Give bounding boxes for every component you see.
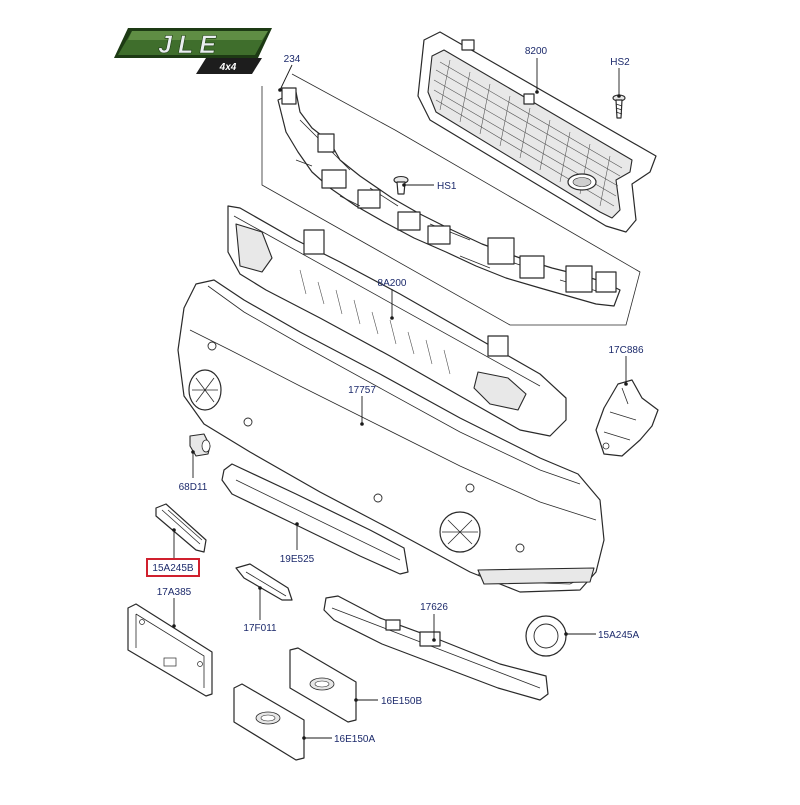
highlight-box-15a245b [146, 558, 200, 577]
callout-19e525[interactable]: 19E525 [280, 554, 315, 565]
lower-spoiler-17626 [323, 595, 549, 701]
callout-15a245b[interactable]: 15A245B [152, 563, 193, 574]
bracket-15a245b [155, 503, 207, 553]
tow-eye-cover-17f011 [235, 563, 293, 601]
callout-17a385[interactable]: 17A385 [157, 587, 192, 598]
callout-hs2[interactable]: HS2 [610, 57, 630, 68]
callout-16e150a[interactable]: 16E150A [334, 734, 375, 745]
callout-hs1[interactable]: HS1 [437, 181, 457, 192]
callout-8a200[interactable]: 8A200 [378, 278, 407, 289]
plate-16e150a [233, 683, 305, 761]
leader-lines [172, 58, 628, 740]
callout-17c886[interactable]: 17C886 [608, 345, 643, 356]
callout-17757[interactable]: 17757 [348, 385, 376, 396]
callout-15a245a[interactable]: 15A245A [598, 630, 639, 641]
jle-logo: JLE 4x4 [114, 28, 272, 74]
screw-hs2 [612, 94, 626, 119]
fog-ring-15a245a [525, 615, 567, 657]
right-fog-light [439, 511, 481, 553]
lower-grille-part [221, 463, 409, 575]
bumper-reinforcement-part [227, 205, 567, 437]
callout-17626[interactable]: 17626 [420, 602, 448, 613]
callout-16e150b[interactable]: 16E150B [381, 696, 422, 707]
group-outline-234 [261, 73, 641, 326]
side-bracket-part [595, 379, 659, 457]
upper-bracket-part [277, 87, 621, 307]
plate-bracket-17a385 [127, 603, 213, 697]
callout-8200[interactable]: 8200 [525, 46, 548, 57]
left-fog-light [188, 369, 222, 411]
grille-part [417, 31, 657, 233]
callout-17f011[interactable]: 17F011 [243, 623, 277, 634]
logo-subtext: 4x4 [219, 62, 237, 73]
logo-text: JLE [158, 31, 222, 59]
plate-16e150b [289, 647, 357, 723]
callout-labels: 234 8200 HS2 HS1 8A200 17C886 17757 68D1… [146, 46, 644, 745]
clip-68d11 [189, 433, 211, 457]
callout-68d11[interactable]: 68D11 [179, 482, 208, 493]
bumper-cover-part [177, 279, 605, 593]
callout-234[interactable]: 234 [284, 54, 301, 65]
